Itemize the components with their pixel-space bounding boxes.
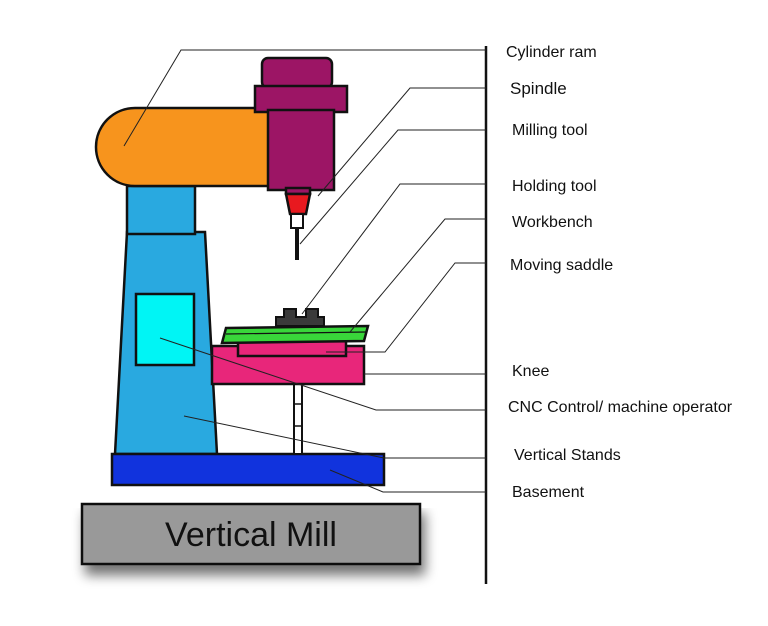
label-workbench: Workbench xyxy=(512,214,593,231)
leader-cylinder-ram xyxy=(123,49,486,147)
label-basement: Basement xyxy=(512,484,585,501)
label-moving-saddle: Moving saddle xyxy=(510,257,613,274)
label-cnc-control: CNC Control/ machine operator xyxy=(508,399,733,416)
label-holding-tool: Holding tool xyxy=(512,178,597,195)
leader-holding-tool xyxy=(301,183,486,315)
label-milling-tool: Milling tool xyxy=(512,122,588,139)
milling-tool xyxy=(295,228,299,260)
diagram-title: Vertical Mill xyxy=(165,516,337,554)
holding-tool xyxy=(275,308,325,327)
pedestal xyxy=(80,502,422,566)
leader-vertical-stands xyxy=(183,415,486,459)
leader-spindle xyxy=(317,87,486,197)
workbench xyxy=(220,324,370,345)
leader-milling-tool xyxy=(299,129,486,245)
leader-workbench xyxy=(349,218,486,333)
label-vertical-stands: Vertical Stands xyxy=(514,447,621,464)
spindle-top xyxy=(260,56,334,90)
cylinder-ram xyxy=(94,106,274,188)
spindle-body xyxy=(266,108,336,192)
tool-holder xyxy=(284,192,312,216)
tool-shank xyxy=(290,213,304,229)
spindle-collar xyxy=(253,84,349,114)
label-cylinder-ram: Cylinder ram xyxy=(506,44,597,61)
knee-support xyxy=(293,383,303,455)
leader-cnc-control xyxy=(159,337,486,411)
label-knee: Knee xyxy=(512,363,549,380)
leader-basement xyxy=(329,469,486,493)
base xyxy=(110,452,386,487)
cnc-control-panel xyxy=(134,292,196,367)
column-neck xyxy=(125,184,197,236)
label-spindle: Spindle xyxy=(510,79,567,98)
leader-moving-saddle xyxy=(326,262,486,353)
